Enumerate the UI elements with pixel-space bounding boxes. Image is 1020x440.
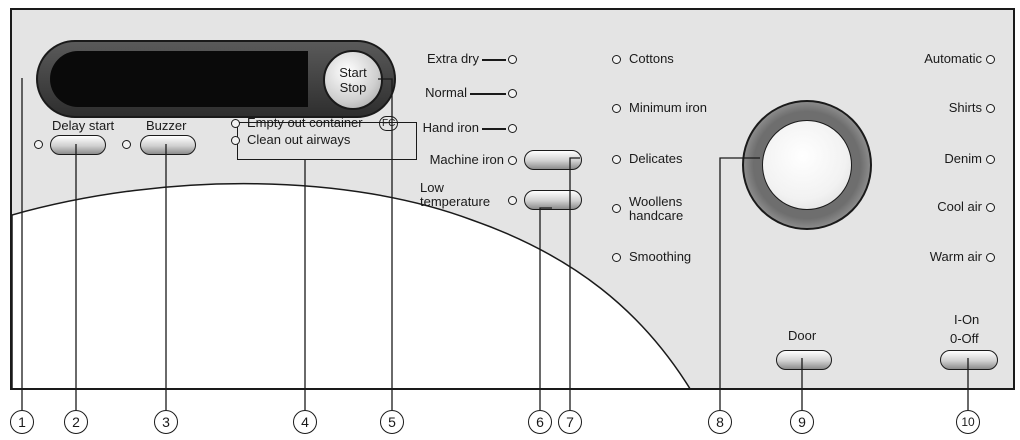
clean-airways-label: Clean out airways xyxy=(247,132,351,147)
woollens-label-1: Woollens xyxy=(629,194,683,209)
fc-mark: FC xyxy=(379,116,399,131)
cool-air-led xyxy=(986,203,995,212)
callout-6: 6 xyxy=(528,410,552,434)
delay-start-label: Delay start xyxy=(52,118,115,133)
shirts-led xyxy=(986,104,995,113)
machine-iron-led xyxy=(508,156,517,165)
stop-label: Stop xyxy=(339,80,367,95)
woollens-label-2: handcare xyxy=(629,208,684,223)
normal-label: Normal xyxy=(425,85,467,100)
callout-5: 5 xyxy=(380,410,404,434)
start-stop-button[interactable]: Start Stop xyxy=(323,50,383,110)
low-temp-label-2: temperature xyxy=(420,194,491,209)
extra-dry-line xyxy=(482,59,506,61)
automatic-label: Automatic xyxy=(924,51,982,66)
smoothing-label: Smoothing xyxy=(629,249,692,264)
buzzer-button[interactable] xyxy=(140,135,196,155)
clean-airways-led xyxy=(231,136,240,145)
minimum-iron-label: Minimum iron xyxy=(629,100,708,115)
smoothing-led xyxy=(612,253,621,262)
start-label: Start xyxy=(339,65,367,80)
extra-dry-label: Extra dry xyxy=(426,51,479,66)
woollens-led xyxy=(612,204,621,213)
callout-4: 4 xyxy=(293,410,317,434)
low-temp-led xyxy=(508,196,517,205)
hand-iron-led xyxy=(508,124,517,133)
on-off-button[interactable] xyxy=(940,350,998,370)
empty-container-label: Empty out container xyxy=(247,115,363,130)
control-panel: Start Stop Delay start Buzzer Empty out … xyxy=(10,8,1015,390)
callout-9: 9 xyxy=(790,410,814,434)
cottons-led xyxy=(612,55,621,64)
minimum-iron-led xyxy=(612,104,621,113)
buzzer-led xyxy=(122,140,131,149)
cool-air-label: Cool air xyxy=(937,199,982,214)
on-label: I-On xyxy=(954,312,980,327)
callout-3: 3 xyxy=(154,410,178,434)
off-label: 0-Off xyxy=(950,331,979,346)
warm-air-led xyxy=(986,253,995,262)
warm-air-label: Warm air xyxy=(929,249,982,264)
delicates-led xyxy=(612,155,621,164)
door-button[interactable] xyxy=(776,350,832,370)
dryness-up-button[interactable] xyxy=(524,150,582,170)
door-label: Door xyxy=(788,328,817,343)
callout-1: 1 xyxy=(10,410,34,434)
denim-label: Denim xyxy=(944,151,982,166)
shirts-label: Shirts xyxy=(948,100,982,115)
dryness-down-button[interactable] xyxy=(524,190,582,210)
cottons-label: Cottons xyxy=(629,51,674,66)
callout-8: 8 xyxy=(708,410,732,434)
display-screen xyxy=(50,51,308,107)
hand-iron-line xyxy=(482,128,506,130)
delay-start-led xyxy=(34,140,43,149)
callout-2: 2 xyxy=(64,410,88,434)
delay-start-button[interactable] xyxy=(50,135,106,155)
callout-7: 7 xyxy=(558,410,582,434)
program-selector-ring xyxy=(742,100,872,230)
program-selector-knob[interactable] xyxy=(762,120,852,210)
delicates-label: Delicates xyxy=(629,151,683,166)
hand-iron-label: Hand iron xyxy=(422,120,479,135)
automatic-led xyxy=(986,55,995,64)
empty-container-led xyxy=(231,119,240,128)
extra-dry-led xyxy=(508,55,517,64)
normal-line xyxy=(470,93,506,95)
denim-led xyxy=(986,155,995,164)
buzzer-label: Buzzer xyxy=(146,118,187,133)
panel-curve xyxy=(12,182,691,388)
low-temp-label-1: Low xyxy=(420,180,444,195)
machine-iron-label: Machine iron xyxy=(429,152,504,167)
callout-10: 10 xyxy=(956,410,980,434)
normal-led xyxy=(508,89,517,98)
